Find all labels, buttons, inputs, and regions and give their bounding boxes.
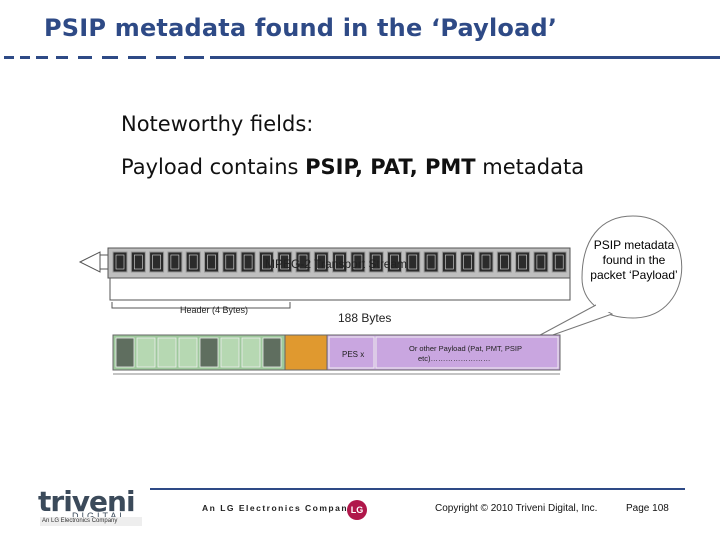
stream-packet <box>441 251 457 273</box>
payload-label-2: etc)…………………… <box>418 354 491 363</box>
stream-packet <box>313 251 329 273</box>
pes-label: PES x <box>342 350 364 359</box>
bytes-label: 188 Bytes <box>338 311 391 325</box>
stream-packet <box>496 251 512 273</box>
page-number: Page 108 <box>626 503 669 514</box>
header-cell <box>178 337 198 368</box>
callout-text: PSIP metadata found in the packet ‘Paylo… <box>590 238 678 282</box>
stream-packet <box>515 251 531 273</box>
header-cell <box>136 337 156 368</box>
stream-packet <box>258 251 274 273</box>
lg-logo-icon: LG <box>347 500 367 520</box>
payload-label-1: Or other Payload (Pat, PMT, PSIP <box>409 344 522 353</box>
stream-packet <box>149 251 165 273</box>
logo-tag: An LG Electronics Company <box>40 517 142 526</box>
stream-packet <box>423 251 439 273</box>
header-cell <box>157 337 177 368</box>
stream-packet <box>185 251 201 273</box>
header-bracket <box>111 302 291 309</box>
title-underline <box>4 56 720 59</box>
lg-company-text: An LG Electronics Company <box>202 503 355 513</box>
stream-packet <box>240 251 256 273</box>
stream-packet <box>204 251 219 273</box>
stream-packet <box>130 251 146 273</box>
stream-arrow-icon <box>78 251 111 273</box>
stream-packet <box>112 251 128 273</box>
bullet-payload-bold: PSIP, PAT, PMT <box>305 155 476 179</box>
stream-packet <box>368 251 384 273</box>
header-cell <box>115 337 135 368</box>
header-cell <box>220 337 240 368</box>
header-cell <box>262 337 282 368</box>
stream-packet <box>222 251 238 273</box>
slide-title: PSIP metadata found in the ‘Payload’ <box>44 14 558 42</box>
pes-block <box>284 334 328 371</box>
packet-header-cells <box>115 337 282 368</box>
logo-word: triveni <box>38 485 136 518</box>
logo-sub: DIGITAL <box>72 511 128 521</box>
triveni-logo: triveni DIGITAL An LG Electronics Compan… <box>38 485 142 527</box>
stream-packet <box>387 251 402 273</box>
stream-packet <box>478 251 494 273</box>
stream-packet <box>332 251 348 273</box>
footer-rule <box>150 488 685 490</box>
stream-packet <box>350 251 366 273</box>
stream-packet <box>460 251 476 273</box>
stream-packet <box>295 251 311 273</box>
stream-packet <box>533 251 549 273</box>
header-cell <box>199 337 219 368</box>
stream-packet <box>405 251 421 273</box>
stream-packet <box>167 251 183 273</box>
copyright: Copyright © 2010 Triveni Digital, Inc. <box>435 503 598 514</box>
stream-label: MPEG-2 Transport Stream <box>265 257 407 271</box>
stream-packet <box>551 251 567 273</box>
header-label: Header (4 Bytes) <box>180 305 248 315</box>
stream-packets <box>112 251 567 273</box>
header-cell <box>241 337 261 368</box>
packet-bracket <box>109 278 571 301</box>
stream-packet <box>277 251 293 273</box>
bullet-payload: Payload contains PSIP, PAT, PMT metadata <box>121 155 585 179</box>
bullet-noteworthy: Noteworthy fields: <box>121 112 314 136</box>
